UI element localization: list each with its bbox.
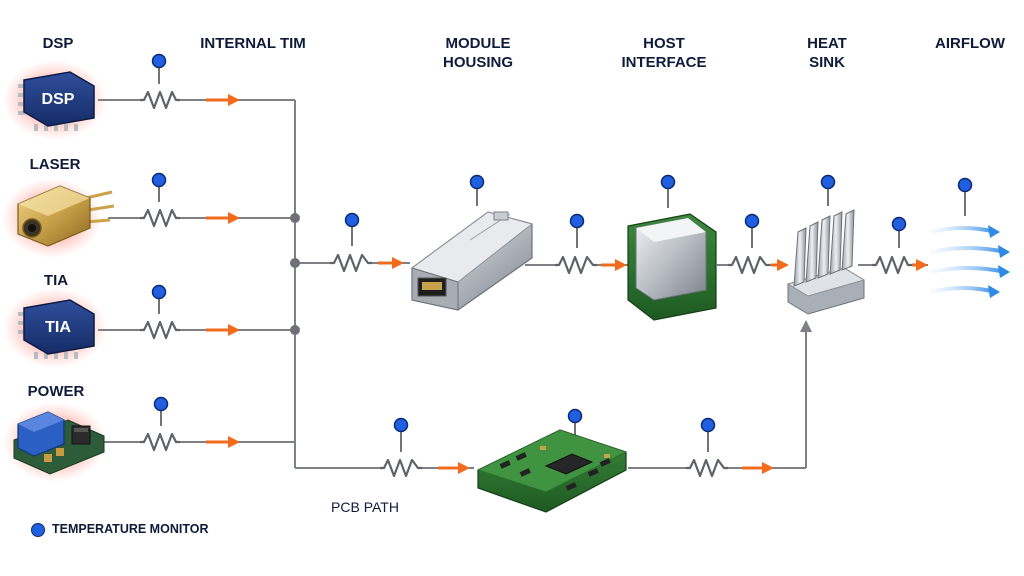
dsp-chip: DSP (3, 60, 107, 140)
label-host-interface-1: HOST (643, 35, 685, 52)
junction-dot (290, 325, 300, 335)
label-heat-sink-2: SINK (809, 54, 845, 71)
resistor-symbol (555, 255, 597, 275)
heat-flow-arrow (206, 94, 240, 106)
heat-flow-arrow (742, 462, 774, 474)
temperature-monitor-pin (700, 417, 716, 452)
power-module (3, 402, 107, 482)
temperature-monitor-pin (344, 212, 360, 246)
tia-chip-mark: TIA (45, 319, 71, 336)
label-power: POWER (27, 383, 85, 400)
label-airflow: AIRFLOW (935, 35, 1005, 52)
riser-arrowhead (800, 320, 812, 332)
temperature-monitor-pin (660, 174, 676, 208)
label-module-housing-1: MODULE (445, 35, 511, 52)
dsp-chip-mark: DSP (42, 91, 75, 108)
label-host-interface-2: INTERFACE (621, 54, 707, 71)
label-module-housing-2: HOUSING (442, 54, 513, 71)
airflow-arrowhead (998, 245, 1010, 258)
label-internal-tim: INTERNAL TIM (200, 35, 306, 52)
resistor-symbol (140, 208, 180, 228)
laser-package (2, 178, 115, 258)
temperature-monitor-pin (957, 177, 973, 216)
temperature-monitor-pin (569, 213, 585, 248)
legend-temperature-monitor-icon (31, 523, 45, 537)
temperature-monitor-pin (151, 172, 167, 202)
label-heat-sink-1: HEAT (807, 35, 847, 52)
heat-sink (786, 209, 866, 315)
resistor-symbol (330, 253, 372, 273)
host-interface-board (627, 213, 717, 321)
heat-flow-arrow (206, 324, 240, 336)
temperature-monitor-pin (393, 417, 409, 452)
temperature-monitor-pin (891, 216, 907, 248)
temperature-monitor-pin (469, 174, 485, 206)
heat-flow-arrow (912, 259, 928, 271)
junction-dot (290, 213, 300, 223)
heat-flow-arrow (601, 259, 627, 271)
temperature-monitor-pin (820, 174, 836, 206)
heat-flow-arrow (206, 212, 240, 224)
resistor-symbol (140, 432, 180, 452)
airflow-arrows (930, 226, 1008, 294)
resistor-symbol (380, 458, 422, 478)
label-laser: LASER (29, 156, 81, 173)
label-tia: TIA (43, 272, 69, 289)
resistor-symbol (728, 255, 770, 275)
heat-flow-arrow (206, 436, 240, 448)
label-pcb-path: PCB PATH (331, 499, 399, 515)
legend-temperature-monitor-label: TEMPERATURE MONITOR (52, 522, 209, 536)
resistor-symbol (140, 90, 180, 110)
temperature-monitor-pin (151, 284, 167, 314)
resistor-symbol (872, 255, 912, 275)
temperature-monitor-pin (151, 53, 167, 84)
resistor-symbol (686, 458, 728, 478)
module-housing (410, 211, 534, 311)
airflow-arrowhead (988, 225, 1000, 238)
junctions (290, 213, 300, 335)
heat-flow-arrow (378, 257, 404, 269)
temperature-monitor-pin (153, 396, 169, 426)
junction-dot (290, 258, 300, 268)
temperature-monitor-pin (744, 213, 760, 248)
resistor-symbol (140, 320, 180, 340)
heat-flow-arrow (771, 259, 789, 271)
airflow-arrowhead (998, 265, 1010, 278)
label-dsp: DSP (42, 35, 74, 52)
tia-chip: TIA (3, 288, 107, 368)
heat-flow-arrow (438, 462, 470, 474)
pcb-board (476, 429, 628, 513)
airflow-arrowhead (988, 285, 1000, 298)
